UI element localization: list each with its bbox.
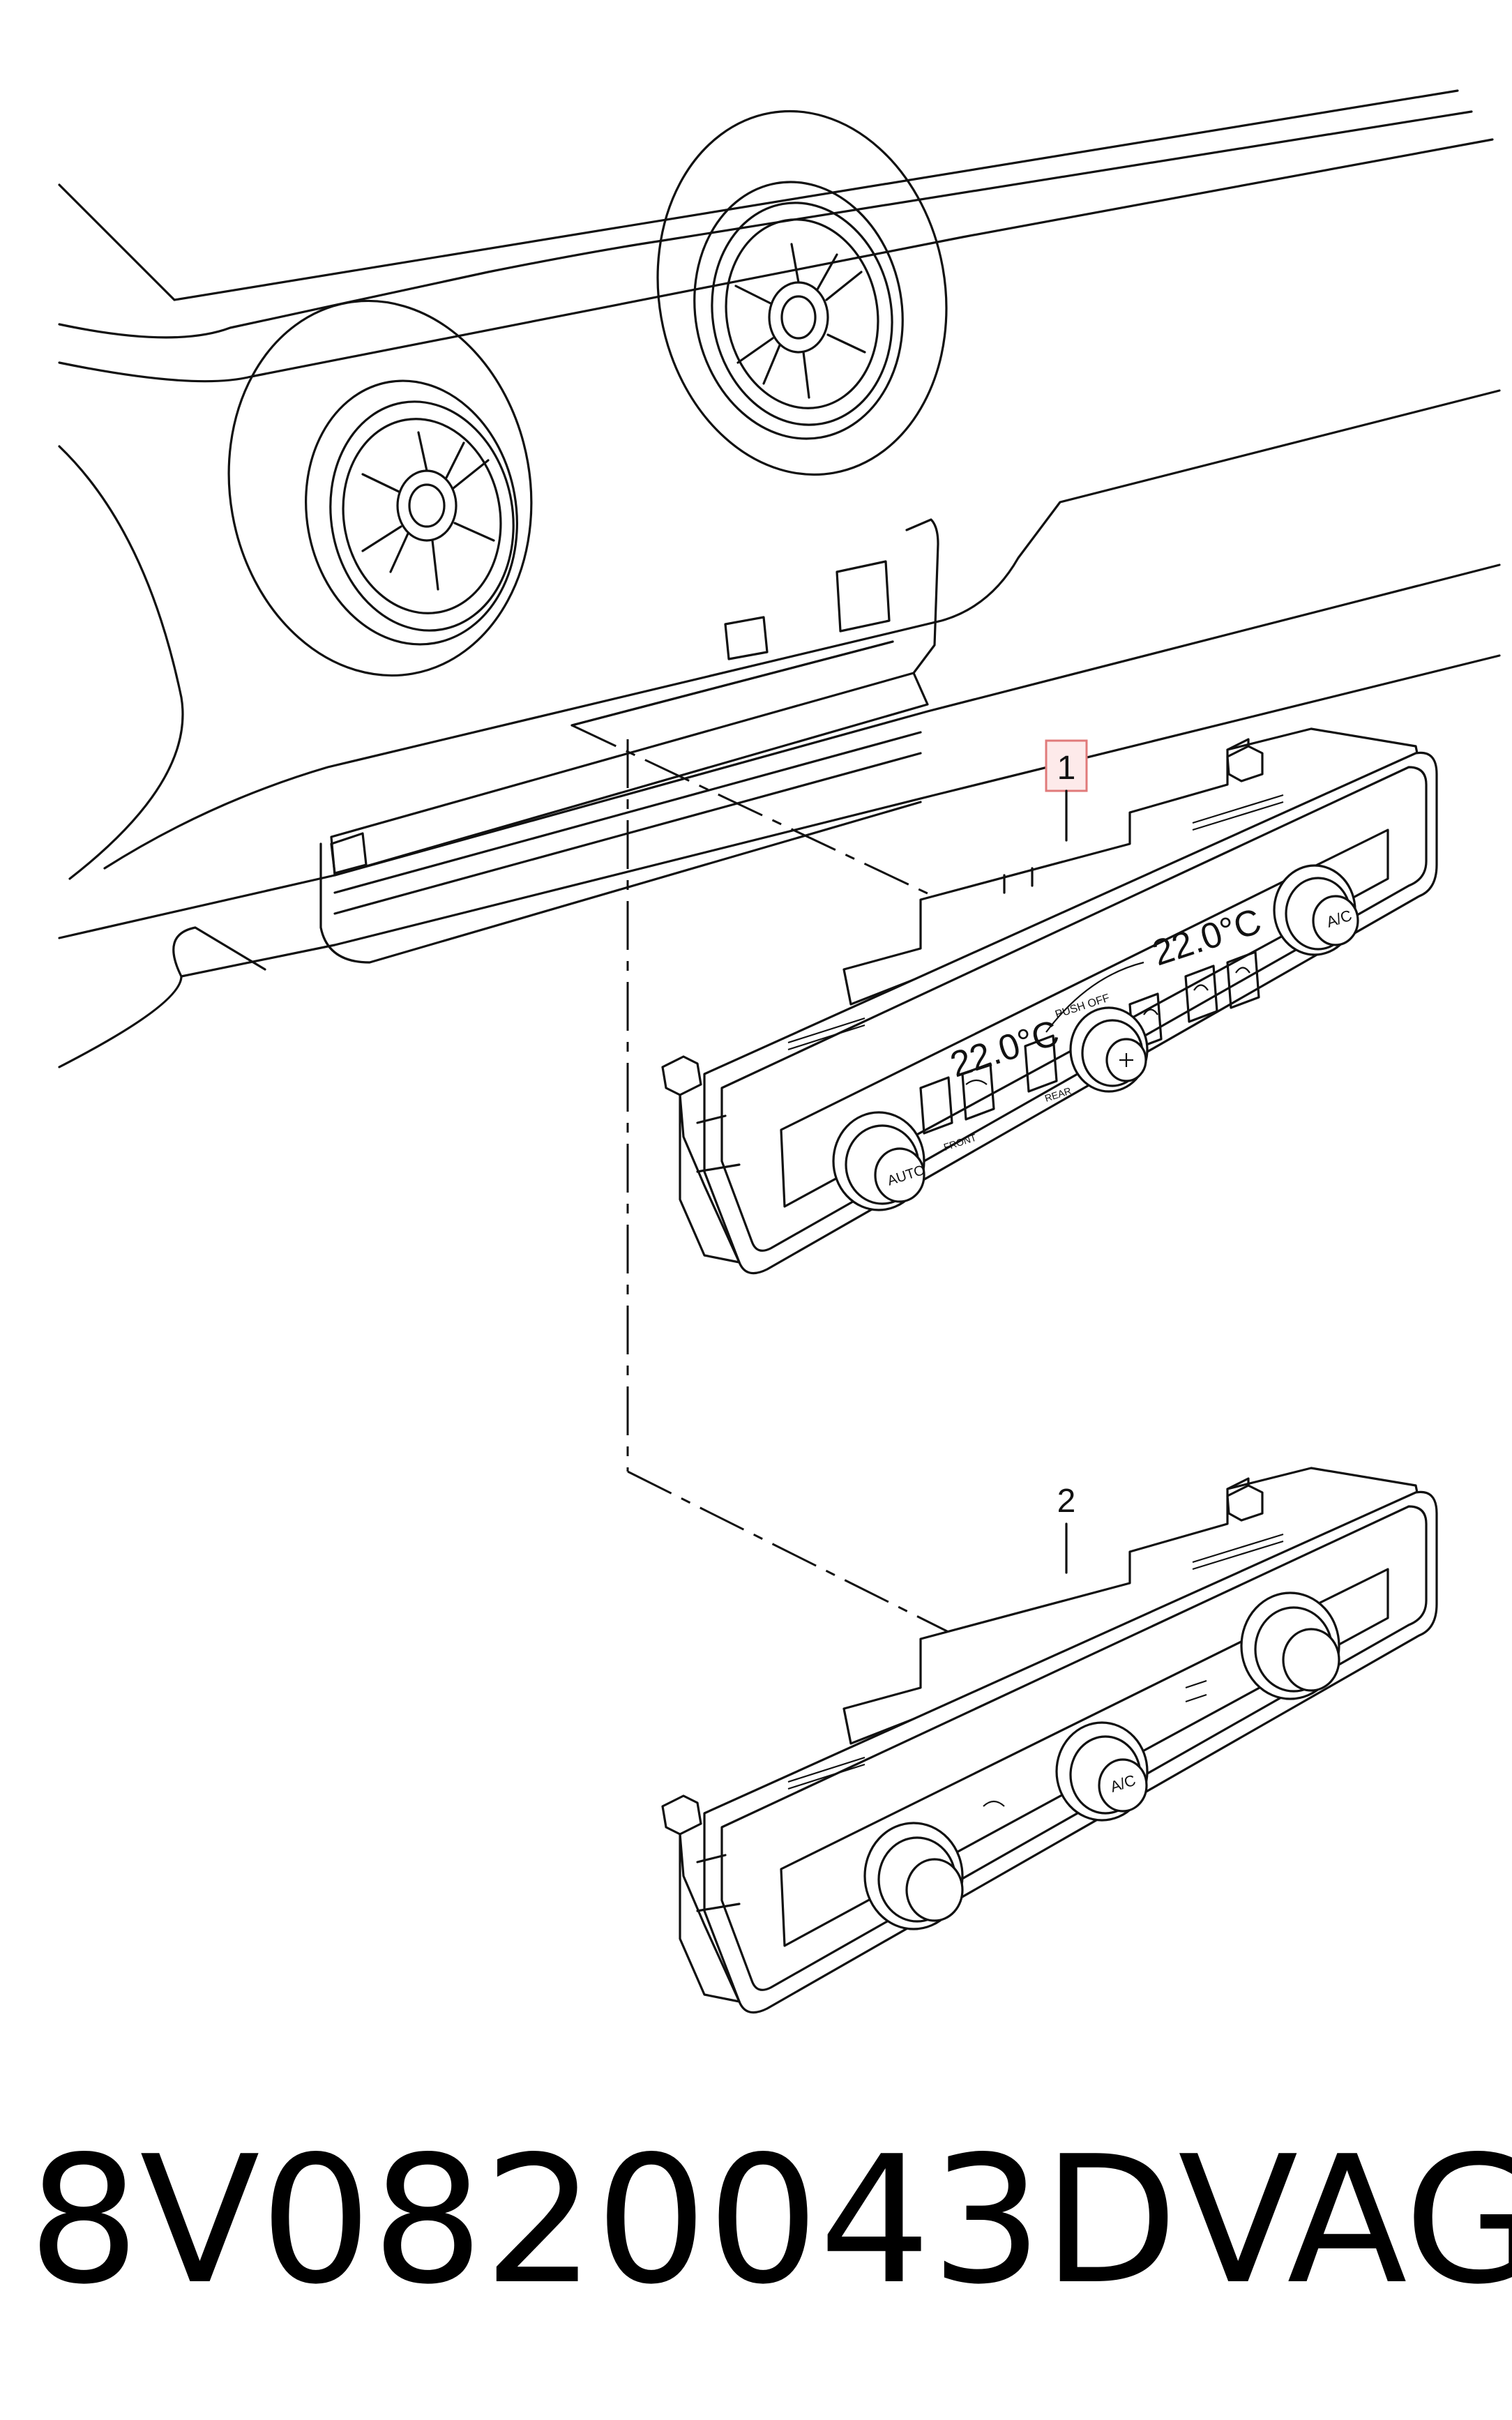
caption: 8V0820043D VAG [28,2117,1512,2326]
callout-1[interactable]: 1 [1045,739,1088,842]
assembly-lines [571,724,956,1637]
callout-1-number: 1 [1057,750,1076,787]
part-number: 8V0820043D [28,2119,1179,2323]
brand-name: VAG [1178,2119,1512,2323]
climate-panel-2: A/C [661,1467,1438,2014]
knob-left [832,1111,925,1211]
knob-right [1273,864,1359,956]
callout-2[interactable]: 2 [1057,1483,1076,1574]
climate-panel-1 [661,727,1438,1275]
panel-2-knob-center [1055,1721,1149,1822]
air-vent-right [656,109,948,476]
air-vent-left [227,299,533,677]
callout-2-number: 2 [1057,1483,1076,1520]
knob-center [1069,1006,1149,1093]
panel-2-knob-left [863,1822,964,1930]
panel-2-knob-right [1240,1591,1340,1700]
dashboard-fascia [58,89,1501,1068]
